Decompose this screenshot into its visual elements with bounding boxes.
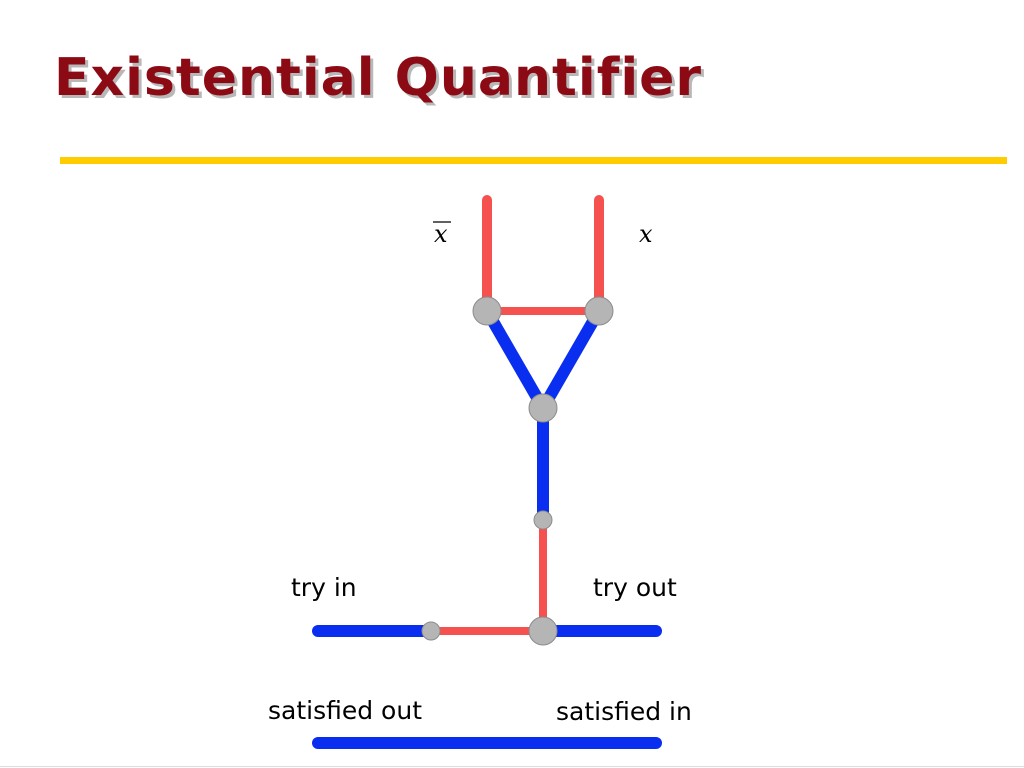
node-small-horizontal: [421, 621, 441, 641]
edge-blue-right-diagonal: [537, 308, 605, 411]
label-satisfied-out: satisfied out: [268, 696, 422, 725]
edge-blue-left-diagonal: [481, 308, 549, 411]
label-satisfied-in: satisfied in: [556, 697, 692, 726]
node-small-vertical: [533, 510, 553, 530]
title-underline: [60, 157, 1007, 164]
slide-title: Existential Quantifier: [54, 48, 703, 108]
label-x: x: [639, 220, 653, 248]
node-top-left: [472, 296, 502, 326]
slide-bottom-border: [0, 766, 1024, 767]
label-x-bar: x: [434, 220, 448, 248]
node-top-right: [584, 296, 614, 326]
node-or: [528, 393, 558, 423]
label-try-in: try in: [291, 573, 357, 602]
label-try-out: try out: [593, 573, 677, 602]
node-junction: [528, 616, 558, 646]
